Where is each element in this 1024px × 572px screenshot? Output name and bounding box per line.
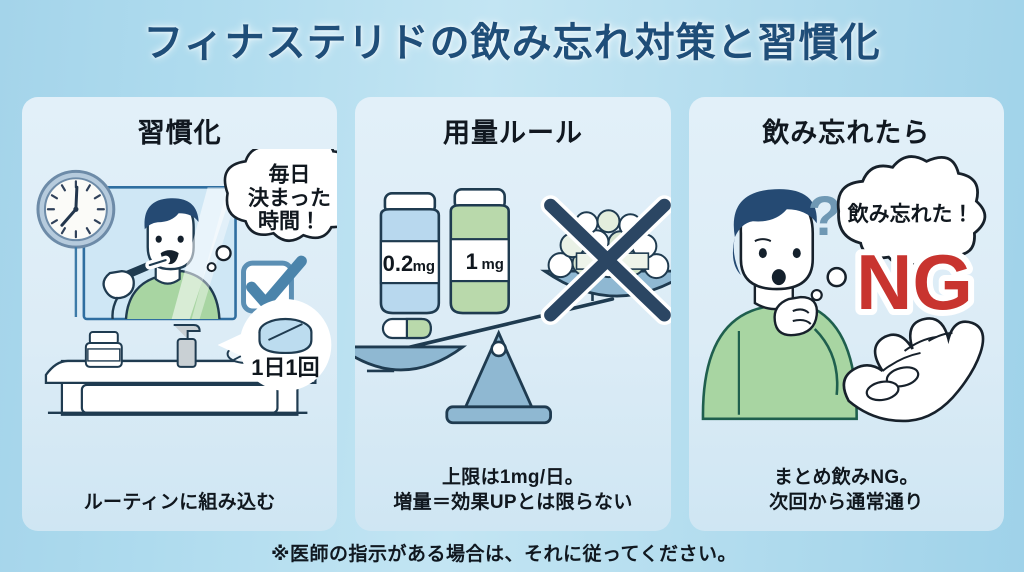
mirror-icon	[82, 185, 237, 321]
vial-label-02: 0.2	[383, 251, 414, 276]
panel-row: 習慣化	[22, 97, 1004, 531]
once-a-day-badge-label: 1日1回	[251, 355, 319, 380]
panel-missed-dose-caption-line-1: まとめ飲みNG。	[773, 467, 919, 489]
habit-bubble-line-2: 決まった	[248, 187, 331, 210]
panel-missed-dose-caption-line-2: 次回から通常通り	[769, 491, 924, 513]
ng-stamp-icon: NG NG	[850, 234, 979, 332]
panel-dosage-title: 用量ルール	[442, 118, 583, 148]
wall-clock-icon	[36, 169, 116, 318]
page-title: フィナステリドの飲み忘れ対策と習慣化	[143, 21, 881, 65]
thought-bubble-icon: 毎日 決まった 時間！	[206, 149, 338, 273]
panel-habit-title: 習慣化	[137, 118, 222, 148]
panel-dosage-caption-line-1: 上限は1mg/日。	[441, 467, 585, 489]
question-mark-icon: ?	[807, 184, 841, 247]
soap-dispenser-icon	[173, 324, 201, 368]
pill-capsule-icon	[382, 317, 433, 340]
svg-text:NG: NG	[856, 240, 973, 326]
vial-unit-1: mg	[482, 256, 504, 273]
panel-habit-artwork: 毎日 決まった 時間！	[22, 149, 338, 499]
panel-missed-dose-caption: まとめ飲みNG。 次回から通常通り	[689, 466, 1004, 515]
panel-missed-dose-title: 飲み忘れたら	[762, 118, 931, 148]
panel-dosage-caption: 上限は1mg/日。 増量＝効果UPとは限らない	[355, 466, 670, 515]
missed-dose-bubble-label: 飲み忘れた！	[846, 202, 973, 226]
habit-bubble-line-3: 時間！	[258, 209, 321, 233]
x-cross-icon	[540, 195, 671, 325]
panel-dosage-artwork: 0.2 mg 1 mg	[355, 149, 671, 499]
vial-icon-1mg: 1 mg	[449, 187, 511, 315]
open-hand-with-pills-icon	[842, 317, 984, 423]
ng-stamp-label: NG	[856, 240, 973, 326]
footer-note: ※医師の指示がある場合は、それに従ってください。	[271, 544, 737, 565]
badge-pill-icon	[258, 317, 313, 355]
vial-label-1: 1	[466, 249, 478, 274]
balance-scale-icon	[355, 195, 671, 425]
checkbox-checked-icon	[241, 255, 307, 314]
vial-unit-02: mg	[413, 258, 435, 275]
bottle-icon	[84, 330, 123, 368]
once-a-day-badge: 1日1回	[217, 299, 332, 391]
panel-dosage-caption-line-2: 増量＝効果UPとは限らない	[393, 491, 633, 513]
panel-missed-dose: 飲み忘れたら	[688, 97, 1004, 531]
vial-icon-02mg: 0.2 mg	[379, 191, 441, 315]
panel-habit: 習慣化	[22, 97, 338, 531]
panel-missed-dose-artwork: ? 飲み忘れた！ NG NG	[689, 149, 1004, 499]
panel-dosage: 用量ルール 0.2 mg 1 mg	[355, 97, 671, 531]
thought-bubble-icon: 飲み忘れた！	[810, 155, 986, 302]
panel-habit-caption: ルーティンに組み込む	[83, 491, 276, 513]
habit-bubble-line-1: 毎日	[268, 162, 310, 186]
